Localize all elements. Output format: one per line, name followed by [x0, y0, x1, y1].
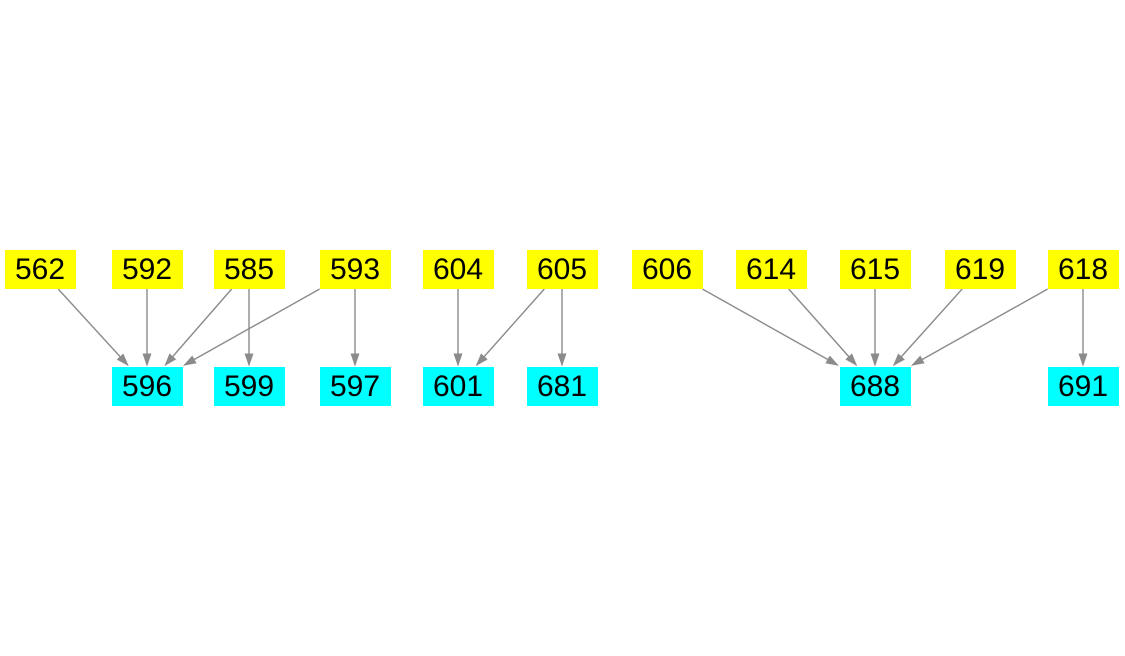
edge-606-to-688: [702, 288, 839, 366]
node-597: 597: [319, 367, 391, 406]
node-691: 691: [1047, 367, 1119, 406]
edge-619-to-688: [892, 288, 963, 367]
node-688: 688: [839, 367, 911, 406]
edge-618-to-688: [911, 288, 1048, 366]
edge-593-to-596: [183, 288, 320, 366]
node-615: 615: [839, 250, 911, 289]
edge-614-to-688: [788, 288, 858, 367]
node-604: 604: [422, 250, 494, 289]
node-593: 593: [319, 250, 391, 289]
node-606: 606: [631, 250, 703, 289]
node-681: 681: [526, 367, 598, 406]
edge-605-to-601: [475, 288, 545, 367]
edge-585-to-596: [164, 288, 233, 367]
edge-562-to-596: [57, 288, 129, 367]
node-614: 614: [735, 250, 807, 289]
node-605: 605: [526, 250, 598, 289]
node-592: 592: [111, 250, 183, 289]
node-601: 601: [422, 367, 494, 406]
node-562: 562: [4, 250, 76, 289]
node-596: 596: [111, 367, 183, 406]
node-619: 619: [944, 250, 1016, 289]
node-599: 599: [213, 367, 285, 406]
node-618: 618: [1047, 250, 1119, 289]
node-585: 585: [213, 250, 285, 289]
